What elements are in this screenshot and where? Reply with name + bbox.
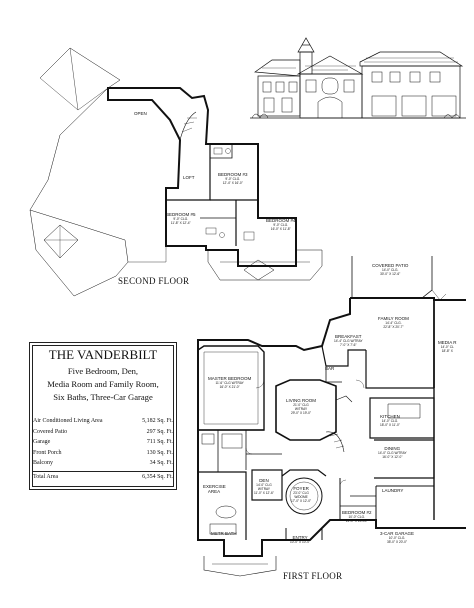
- area-label: Garage: [33, 439, 51, 446]
- area-value: 297 Sq. Ft.: [146, 428, 173, 435]
- second-floor-plan: [29, 47, 323, 297]
- area-value: 711 Sq. Ft.: [146, 439, 173, 446]
- area-row: Front Porch 130 Sq. Ft.: [33, 448, 173, 459]
- room-label-exercise-area: EXERCISE AREA: [203, 484, 226, 494]
- area-row: Air Conditioned Living Area 5,182 Sq. Ft.: [33, 416, 173, 427]
- plan-title: THE VANDERBILT: [48, 347, 158, 362]
- subtitle-line: Six Baths, Three-Car Garage: [53, 392, 153, 402]
- second-floor-title: SECOND FLOOR: [118, 276, 190, 286]
- room-label-laundry: LAUNDRY: [382, 488, 404, 493]
- subtitle-line: Media Room and Family Room,: [47, 379, 159, 389]
- total-area-row: Total Area 6,354 Sq. Ft.: [33, 470, 173, 483]
- room-label-bar: BAR: [325, 366, 335, 371]
- info-box-border: [32, 345, 174, 487]
- area-label: Front Porch: [33, 449, 62, 456]
- area-table: Air Conditioned Living Area 5,182 Sq. Ft.…: [33, 416, 173, 483]
- area-row: Covered Patio 297 Sq. Ft.: [33, 427, 173, 438]
- first-floor-title: FIRST FLOOR: [283, 571, 343, 581]
- room-label-open: OPEN: [134, 111, 147, 116]
- plan-info-box: THE VANDERBILT Five Bedroom, Den, Media …: [29, 342, 177, 490]
- area-value: 130 Sq. Ft.: [146, 449, 173, 456]
- plan-subtitle: Five Bedroom, Den, Media Room and Family…: [30, 365, 176, 404]
- total-area-value: 6,354 Sq. Ft.: [142, 473, 173, 480]
- room-label-master-bath: MSTR BATH: [211, 531, 237, 536]
- area-row: Garage 711 Sq. Ft.: [33, 437, 173, 448]
- area-row: Balcony 34 Sq. Ft.: [33, 458, 173, 469]
- house-elevation: [250, 37, 466, 119]
- first-floor-plan: [197, 256, 466, 577]
- area-label: Balcony: [33, 460, 53, 467]
- area-label: Covered Patio: [33, 428, 68, 435]
- area-value: 5,182 Sq. Ft.: [142, 418, 173, 424]
- area-label: Air Conditioned Living Area: [33, 418, 103, 424]
- area-value: 34 Sq. Ft.: [149, 460, 173, 467]
- subtitle-line: Five Bedroom, Den,: [67, 366, 139, 376]
- total-area-label: Total Area: [33, 473, 59, 480]
- room-label-loft: LOFT: [183, 175, 195, 180]
